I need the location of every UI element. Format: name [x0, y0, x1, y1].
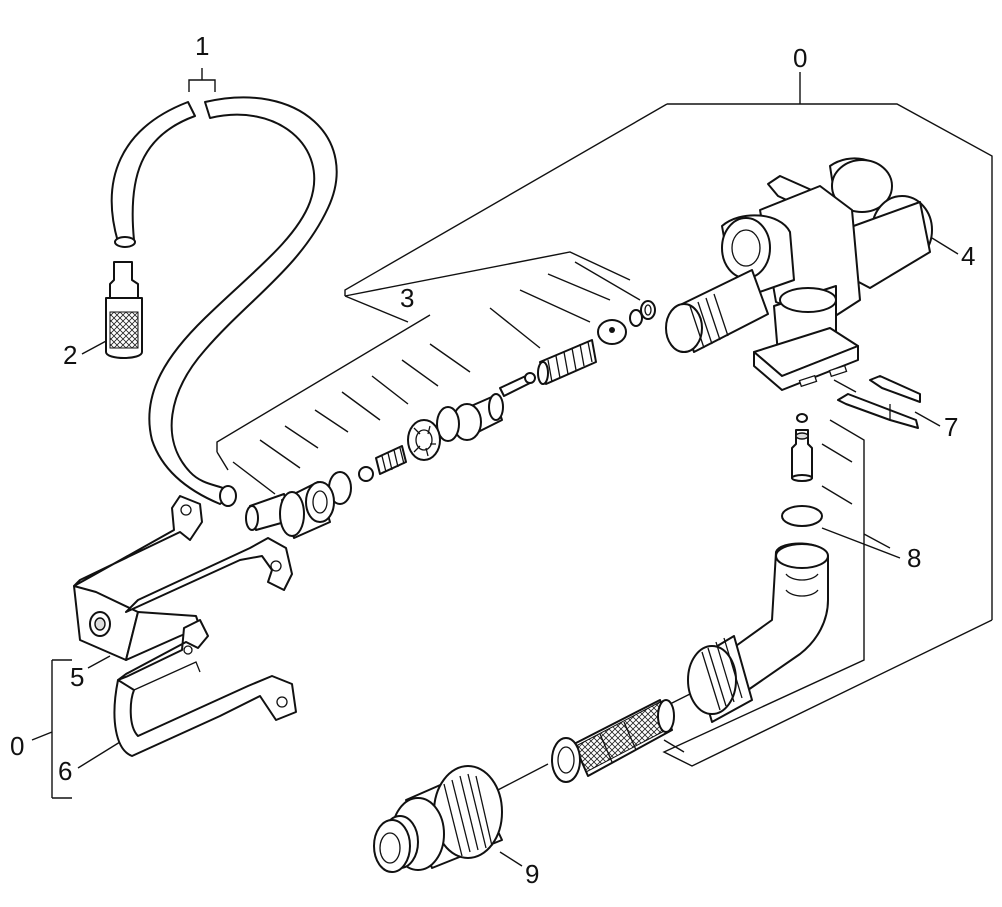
callout-0-top: 0 — [793, 43, 807, 73]
retaining-clip — [837, 375, 921, 429]
leader-lines — [31, 68, 993, 867]
slotted-disc — [407, 419, 441, 461]
callout-9: 9 — [525, 859, 539, 889]
spring-large — [537, 339, 597, 385]
nozzle-and-seals — [781, 413, 823, 527]
callout-5: 5 — [70, 662, 84, 692]
mounting-bracket-lower — [113, 619, 297, 757]
hose-nipple-filter — [105, 261, 143, 359]
callout-2: 2 — [63, 340, 77, 370]
callout-7: 7 — [944, 412, 958, 442]
filter-cartridge — [551, 699, 675, 783]
callout-1: 1 — [195, 31, 209, 61]
callout-0-left: 0 — [10, 731, 24, 761]
mounting-bracket-upper — [73, 495, 293, 661]
callout-3: 3 — [400, 283, 414, 313]
valve-housing — [665, 157, 933, 391]
callout-4: 4 — [961, 241, 975, 271]
elbow-connector — [687, 542, 829, 723]
hose — [110, 96, 338, 507]
check-valve-body — [245, 481, 335, 539]
callout-8: 8 — [907, 543, 921, 573]
piston — [452, 372, 536, 441]
valve-internal-kit — [245, 300, 656, 539]
hose-coupling — [373, 765, 503, 873]
callout-6: 6 — [58, 756, 72, 786]
